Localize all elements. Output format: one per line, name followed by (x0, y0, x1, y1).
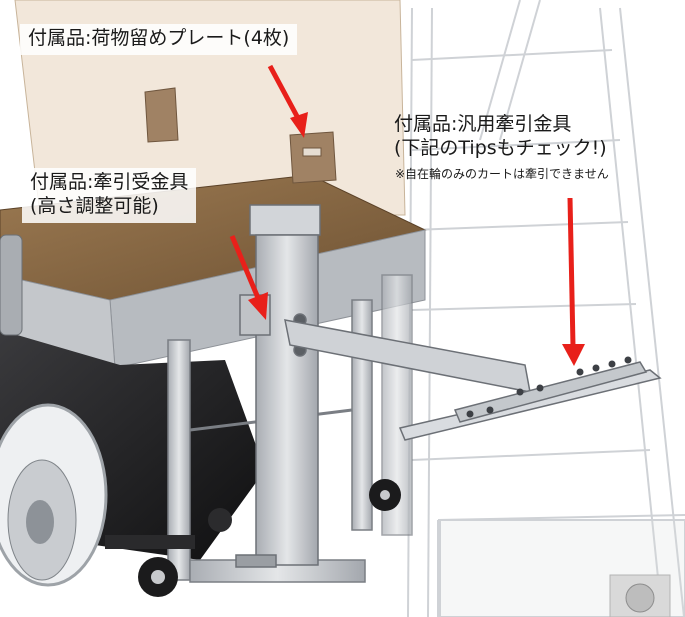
callout-tow-bar-line2: (下記のTipsもチェック!) (394, 136, 607, 159)
ghost-cart (407, 0, 685, 617)
cart-body (0, 234, 265, 587)
callout-tow-receiver: 付属品:牽引受金具 (高さ調整可能) (22, 168, 197, 223)
casters (105, 479, 401, 597)
arrow-to-towbar (562, 197, 585, 366)
tow-bar (284, 319, 662, 441)
arrow-to-receiver (229, 235, 268, 320)
ghost-cart-caster (609, 574, 671, 617)
callout-tow-receiver-line2: (高さ調整可能) (30, 194, 159, 217)
callout-tow-bar-line1: 付属品:汎用牽引金具 (394, 113, 572, 135)
cargo-plate (144, 87, 337, 184)
callout-tow-bar-note: ※自在輪のみのカートは牽引できません (395, 166, 609, 181)
tow-receiver (235, 204, 321, 568)
callout-tow-receiver-line1: 付属品:牽引受金具 (30, 171, 189, 193)
callout-cargo-plate: 付属品:荷物留めプレート(4枚) (20, 24, 298, 55)
callout-tow-bar: 付属品:汎用牽引金具 (下記のTipsもチェック!) ※自在輪のみのカートは牽引… (394, 113, 609, 182)
callout-cargo-plate-text: 付属品:荷物留めプレート(4枚) (28, 27, 290, 49)
arrow-to-plate (267, 64, 308, 138)
